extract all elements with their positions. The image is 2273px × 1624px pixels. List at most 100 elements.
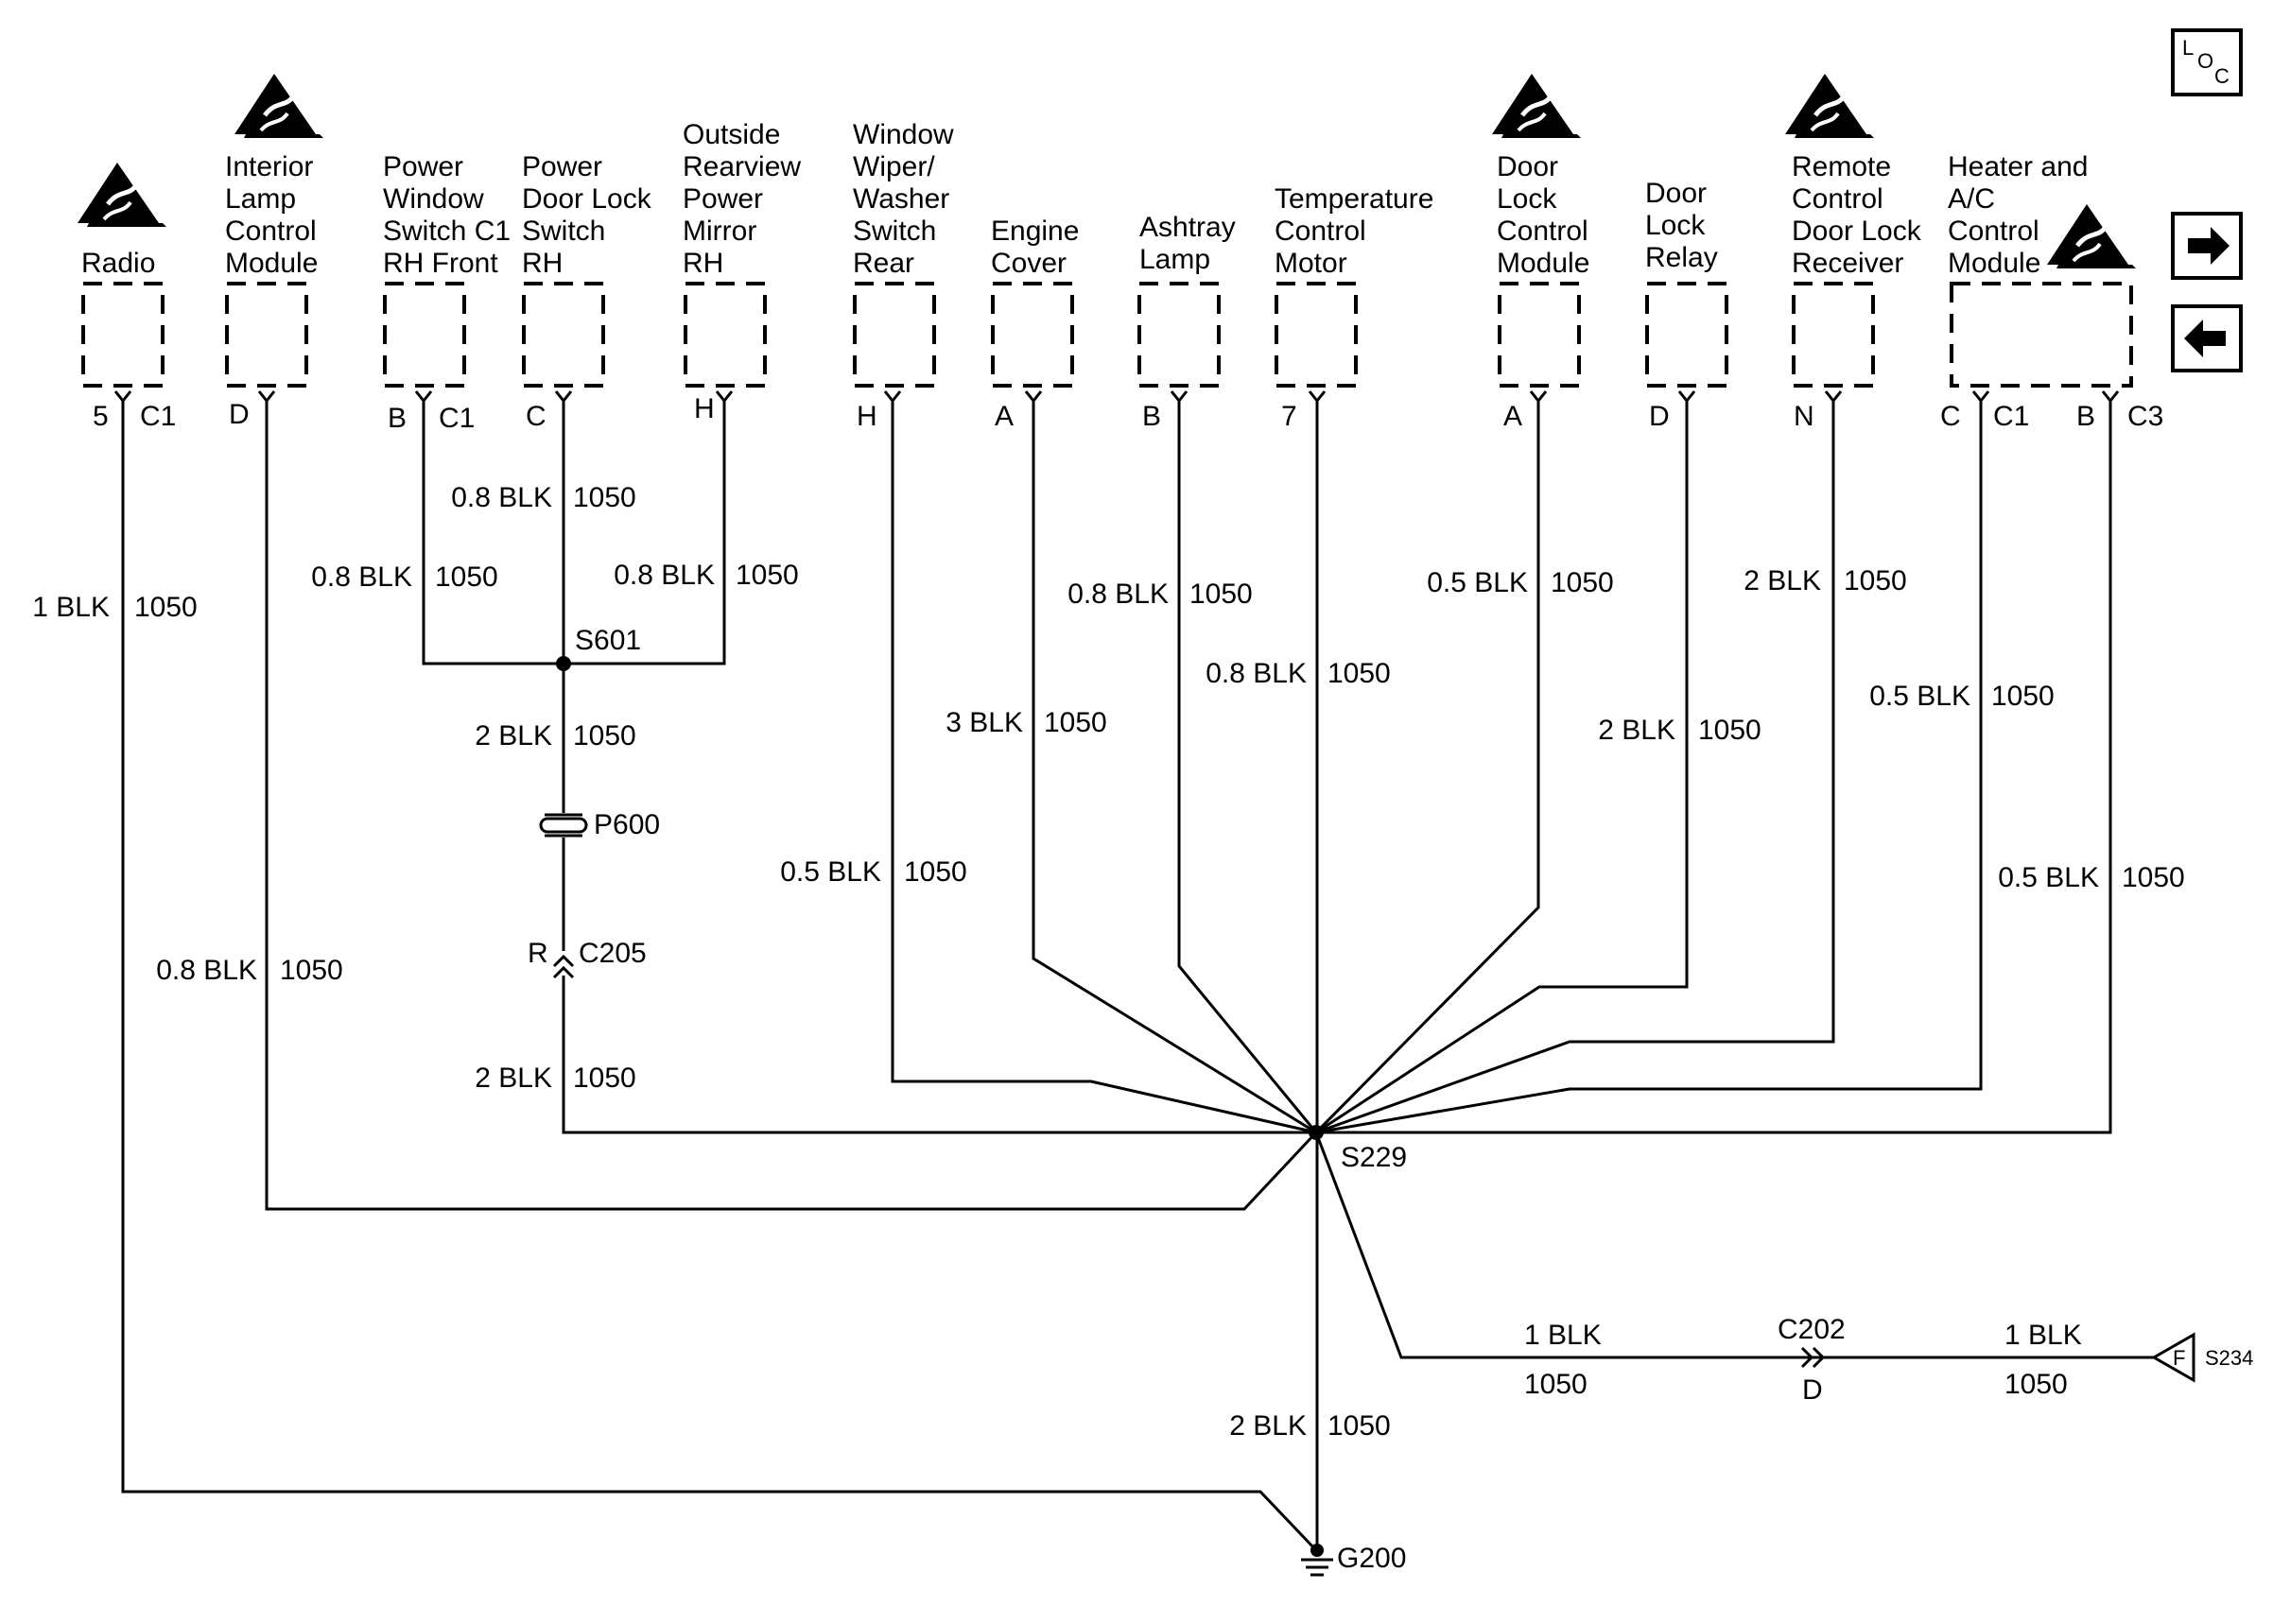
temperature-motor-label: Temperature Control Motor (1275, 183, 1442, 279)
door-lock-module-box (1498, 282, 1581, 388)
wire-circuit-label: 1050 (736, 560, 799, 591)
pin-label: D (229, 399, 250, 430)
arrow-right-icon (2188, 227, 2230, 265)
pin-label: H (857, 401, 877, 432)
power-door-lock-switch-box (522, 282, 605, 388)
power-door-lock-switch-label: Power Door Lock Switch RH (522, 151, 659, 279)
power-window-switch-label: Power Window Switch C1 RH Front (383, 151, 518, 279)
interior-lamp-label: Interior Lamp Control Module (225, 151, 324, 279)
pin-label: C (526, 401, 547, 432)
loc-sub2-text: C (2214, 64, 2230, 88)
wire-gauge-label: 0.8 BLK (1206, 658, 1307, 689)
door-lock-relay-label: Door Lock Relay (1645, 178, 1718, 273)
splice-s229-label: S229 (1341, 1142, 1407, 1173)
wire-gauge-label: 0.5 BLK (780, 856, 881, 888)
wire-circuit-label: 1050 (1698, 715, 1761, 746)
wire-gauge-label: 1 BLK (1524, 1320, 1602, 1351)
component-locator-button[interactable]: L O C (2171, 28, 2243, 96)
pin-label: 5 (93, 401, 109, 432)
wire-gauge-label: 2 BLK (1229, 1410, 1307, 1442)
wire-circuit-label: 1050 (1524, 1369, 1588, 1400)
wires (121, 401, 2154, 1552)
wire-gauge-label: 2 BLK (1744, 565, 1821, 596)
remote-receiver-label: Remote Control Door Lock Receiver (1792, 151, 1929, 279)
connector-label: C1 (439, 403, 475, 434)
outside-mirror-label: Outside Rearview Power Mirror RH (683, 119, 808, 279)
wire-circuit-label: 1050 (435, 561, 498, 593)
splice-s601-label: S601 (575, 625, 641, 656)
wire-circuit-label: 1050 (1551, 567, 1614, 598)
wire-circuit-label: 1050 (280, 955, 343, 986)
temperature-motor-box (1275, 282, 1358, 388)
wire-circuit-label: 1050 (1189, 579, 1253, 610)
wire-gauge-label: 0.5 BLK (1998, 862, 2099, 893)
interior-lamp-box (225, 282, 308, 388)
outside-mirror-box (684, 282, 767, 388)
arrow-left-icon (2184, 320, 2226, 357)
esd-warning-icon (234, 74, 323, 138)
pin-label: A (995, 401, 1014, 432)
wire-circuit-label: 1050 (573, 1063, 636, 1094)
pin-label: H (694, 393, 715, 424)
ashtray-lamp-box (1137, 282, 1221, 388)
wire-gauge-label: 1 BLK (32, 592, 110, 623)
esd-warning-icon (1785, 74, 1874, 138)
c205-pin-label: R (528, 938, 548, 969)
splice-s601-dot (556, 656, 571, 671)
g200-label: G200 (1337, 1543, 1406, 1574)
radio-label: Radio (81, 248, 155, 279)
wire-circuit-label: 1050 (2122, 862, 2185, 893)
esd-warning-icon (1492, 74, 1581, 138)
wire-circuit-label: 1050 (2004, 1369, 2068, 1400)
wire-circuit-label: 1050 (134, 592, 198, 623)
s234-offpage-icon (2150, 1332, 2195, 1383)
wire-circuit-label: 1050 (1991, 681, 2055, 712)
remote-receiver-box (1792, 282, 1875, 388)
connector-label: C1 (140, 401, 176, 432)
pin-label: 7 (1281, 401, 1297, 432)
window-wiper-switch-label: Window Wiper/ Washer Switch Rear (853, 119, 962, 279)
c202-label: C202 (1778, 1314, 1846, 1345)
s234-pin-label: F (2173, 1346, 2185, 1370)
wire-circuit-label: 1050 (573, 720, 636, 752)
wire-gauge-label: 0.8 BLK (1067, 579, 1169, 610)
previous-page-button[interactable] (2171, 304, 2243, 372)
hvac-module-label: Heater and A/C Control Module (1948, 151, 2096, 279)
door-lock-module-label: Door Lock Control Module (1497, 151, 1596, 279)
wire-gauge-label: 0.5 BLK (1869, 681, 1970, 712)
wire-gauge-label: 0.5 BLK (1427, 567, 1528, 598)
wire-circuit-label: 1050 (904, 856, 967, 888)
ground-icon (1301, 1544, 1333, 1577)
wire-circuit-label: 1050 (1844, 565, 1907, 596)
wire-circuit-label: 1050 (1327, 1410, 1391, 1442)
wire-gauge-label: 0.8 BLK (451, 482, 552, 513)
pin-label: C (1940, 401, 1961, 432)
wire-gauge-label: 2 BLK (475, 1063, 552, 1094)
wire-gauge-label: 2 BLK (1598, 715, 1675, 746)
pin-label: B (1142, 401, 1161, 432)
c202-connector-icon (1800, 1346, 1826, 1369)
next-page-button[interactable] (2171, 212, 2243, 280)
s234-label: S234 (2205, 1346, 2253, 1370)
wire-gauge-label: 0.8 BLK (311, 561, 412, 593)
loc-main-text: L (2182, 36, 2194, 60)
wire-gauge-label: 0.8 BLK (614, 560, 715, 591)
wire-circuit-label: 1050 (1327, 658, 1391, 689)
hvac-module-box (1950, 282, 2133, 388)
wire-gauge-label: 1 BLK (2004, 1320, 2082, 1351)
engine-cover-box (991, 282, 1074, 388)
wire-gauge-label: 0.8 BLK (156, 955, 257, 986)
power-window-switch-box (383, 282, 466, 388)
pin-label: D (1649, 401, 1670, 432)
wire-circuit-label: 1050 (573, 482, 636, 513)
c205-connector-icon (552, 954, 575, 979)
pin-label: B (388, 403, 407, 434)
loc-sub1-text: O (2197, 49, 2213, 73)
esd-warning-icon (2047, 204, 2136, 268)
pin-label: A (1503, 401, 1522, 432)
p600-connector-icon (539, 813, 588, 838)
ashtray-lamp-label: Ashtray Lamp (1139, 212, 1243, 275)
wire-circuit-label: 1050 (1044, 707, 1107, 738)
c202-pin-label: D (1802, 1374, 1823, 1406)
